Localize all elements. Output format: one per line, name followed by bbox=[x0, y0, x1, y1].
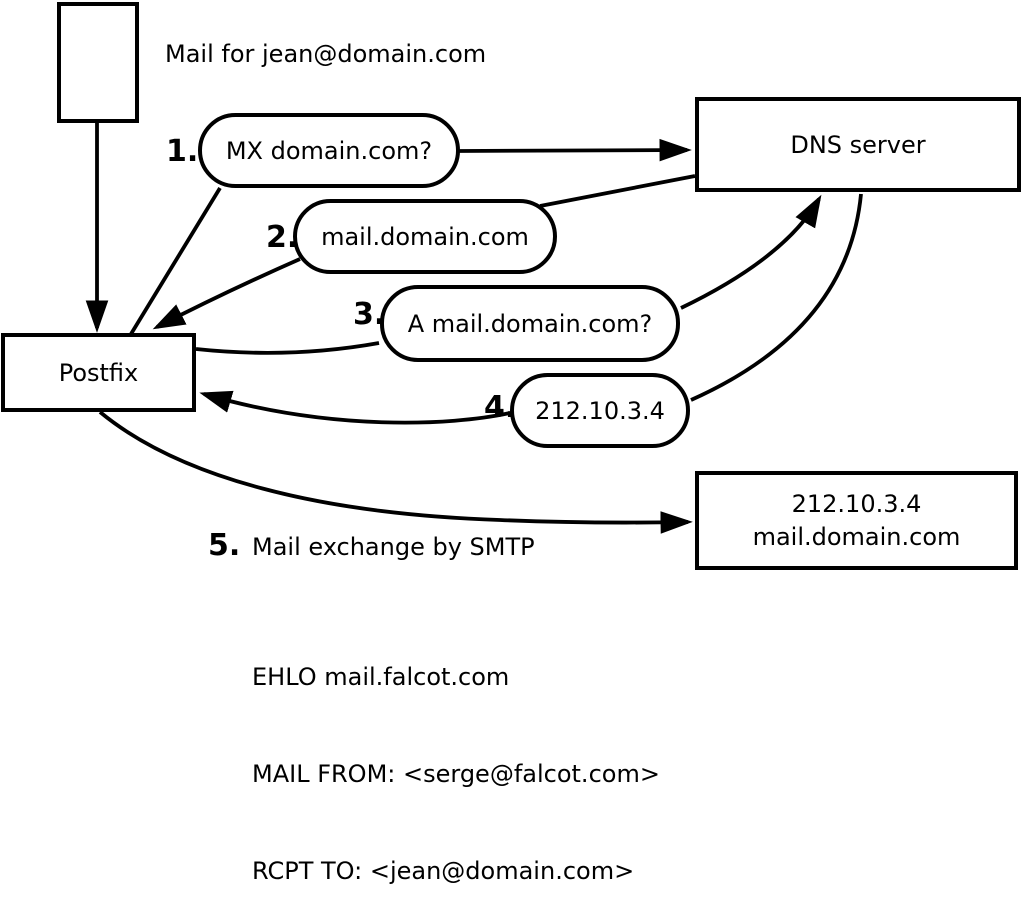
bubble-a-query: A mail.domain.com? bbox=[380, 285, 680, 362]
dns-server-label: DNS server bbox=[790, 130, 926, 159]
step-number-2: 2. bbox=[266, 220, 299, 255]
bubble-mx-answer-label: mail.domain.com bbox=[321, 222, 529, 251]
destination-hostname-label: mail.domain.com bbox=[752, 522, 961, 551]
arrow-postfix-to-mail-server bbox=[98, 410, 693, 534]
destination-ip-label: 212.10.3.4 bbox=[791, 489, 922, 518]
bubble-mx-answer: mail.domain.com bbox=[293, 199, 557, 274]
bubble-a-query-label: A mail.domain.com? bbox=[407, 309, 653, 338]
bubble-mx-query-label: MX domain.com? bbox=[225, 136, 433, 165]
step-number-4: 4. bbox=[484, 390, 517, 425]
arrow-mx-answer-to-postfix bbox=[152, 257, 301, 330]
step-number-1: 1. bbox=[166, 134, 199, 169]
dns-server-box: DNS server bbox=[695, 97, 1021, 192]
bubble-a-answer: 212.10.3.4 bbox=[510, 373, 690, 448]
postfix-box: Postfix bbox=[1, 333, 196, 412]
arrow-a-query-to-dns bbox=[680, 194, 822, 310]
line-postfix-to-a-query bbox=[195, 341, 380, 355]
bubble-a-answer-label: 212.10.3.4 bbox=[535, 396, 665, 425]
bubble-mx-query: MX domain.com? bbox=[198, 113, 460, 188]
smtp-transcript: EHLO mail.falcot.com MAIL FROM: <serge@f… bbox=[252, 596, 660, 919]
mail-for-note: Mail for jean@domain.com bbox=[165, 40, 487, 68]
smtp-line-rcpt-to: RCPT TO: <jean@domain.com> bbox=[252, 857, 635, 886]
smtp-exchange-label: Mail exchange by SMTP bbox=[252, 533, 535, 561]
smtp-line-ehlo: EHLO mail.falcot.com bbox=[252, 662, 510, 691]
line-postfix-to-mx-query bbox=[129, 187, 222, 335]
destination-mail-server-box: 212.10.3.4 mail.domain.com bbox=[695, 471, 1018, 570]
step-number-5: 5. bbox=[208, 528, 241, 563]
line-dns-to-mx-answer bbox=[539, 174, 696, 208]
arrow-mx-query-to-dns bbox=[458, 138, 692, 162]
step-number-3: 3. bbox=[353, 297, 386, 332]
arrow-a-answer-to-postfix bbox=[199, 390, 511, 425]
postfix-label: Postfix bbox=[58, 358, 139, 387]
mail-client-box bbox=[57, 2, 139, 123]
smtp-line-mail-from: MAIL FROM: <serge@falcot.com> bbox=[252, 760, 660, 789]
line-dns-to-a-answer bbox=[690, 193, 863, 402]
